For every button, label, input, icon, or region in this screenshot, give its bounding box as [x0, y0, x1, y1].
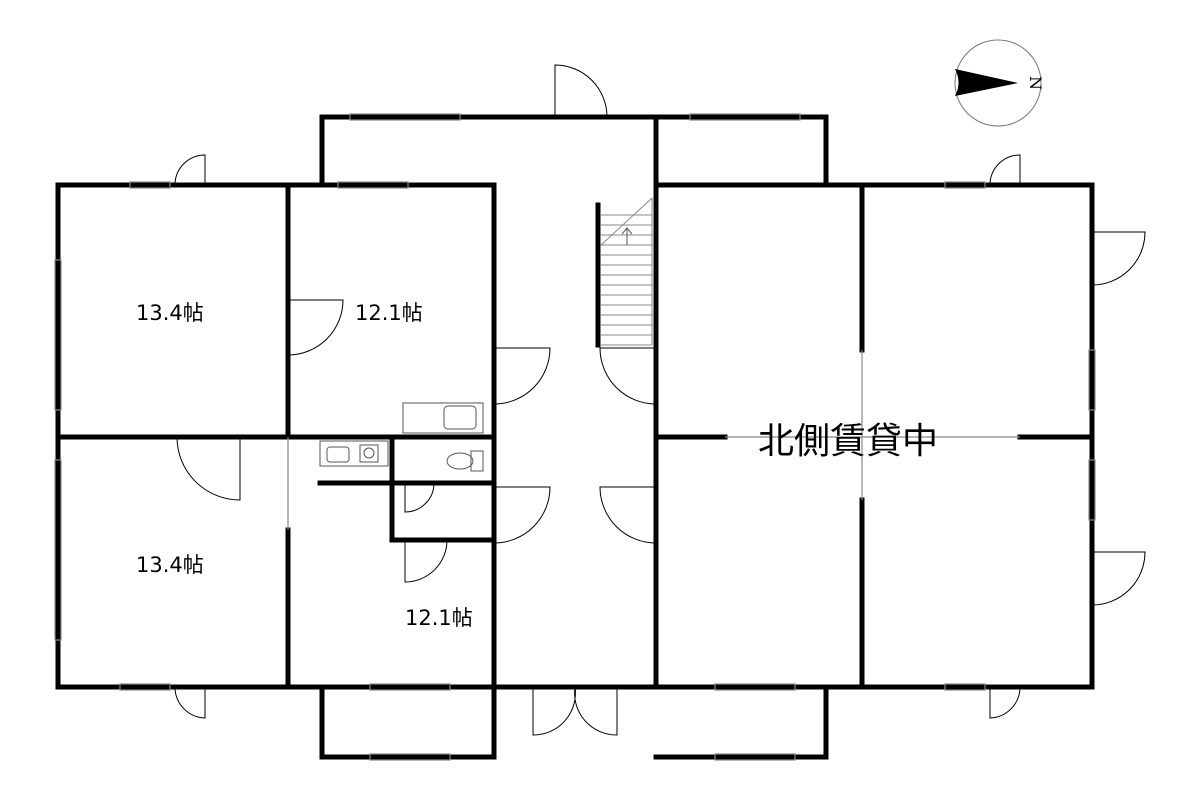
compass-north-label: N [1026, 76, 1045, 90]
toilet-icon [446, 450, 484, 472]
room-label-sw: 13.4帖 [136, 553, 204, 577]
compass: N [954, 39, 1045, 127]
north-side-occupied-label: 北側賃貸中 [758, 421, 938, 462]
room-label-se: 12.1帖 [405, 606, 473, 630]
room-label-ne: 12.1帖 [355, 301, 423, 325]
windows [54, 113, 1096, 761]
room-label-nw: 13.4帖 [136, 301, 204, 325]
walls [55, 114, 1095, 760]
sink-stove [319, 440, 389, 467]
kitchen-counter [402, 402, 484, 434]
staircase [600, 197, 653, 346]
doors [174, 64, 1146, 736]
